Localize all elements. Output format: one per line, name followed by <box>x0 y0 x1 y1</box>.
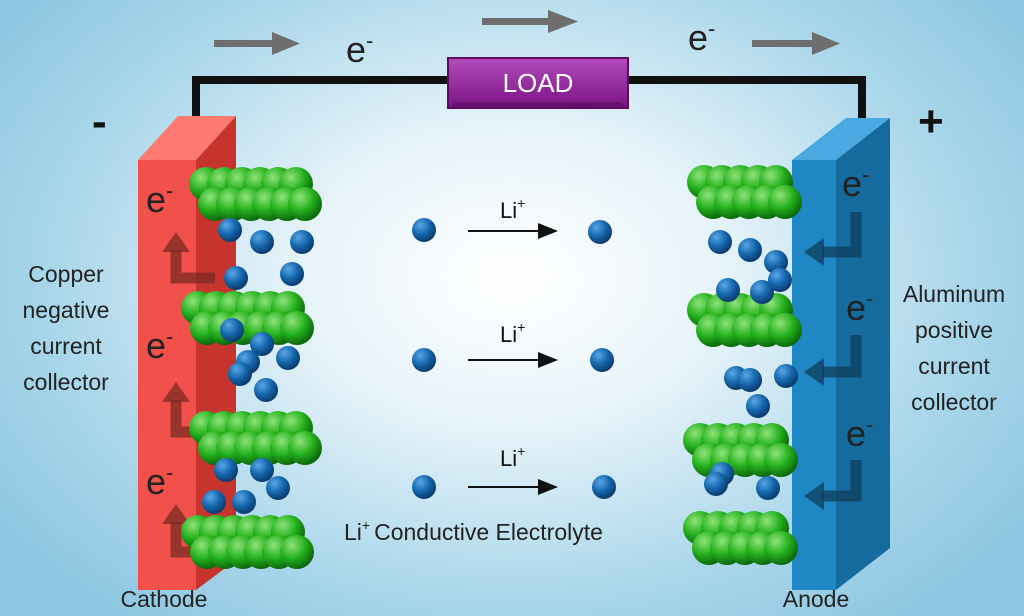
electron-label-top-right: e- <box>688 16 715 58</box>
li-ion-label-3: Li+ <box>500 443 525 471</box>
lithium-ion-dot <box>708 230 732 254</box>
graphite-ball <box>280 535 314 569</box>
negative-terminal-sign: - <box>92 97 107 146</box>
svg-text:current: current <box>918 353 990 379</box>
lithium-ion-dot <box>280 262 304 286</box>
anode-electron-label-2: e- <box>846 286 873 328</box>
svg-text:Copper: Copper <box>28 261 104 287</box>
anode-plate <box>792 118 890 590</box>
lithium-ion-dot <box>738 238 762 262</box>
cathode-label: Cathode <box>121 586 208 612</box>
lithium-ion-dot <box>588 220 612 244</box>
svg-text:positive: positive <box>915 317 993 343</box>
lithium-ion-dot <box>412 475 436 499</box>
graphite-ball <box>288 431 322 465</box>
lithium-ion-dot <box>250 458 274 482</box>
electron-label-top-left: e- <box>346 28 373 70</box>
copper-collector-label: Copper negative current collector <box>23 261 110 395</box>
svg-text:collector: collector <box>911 389 997 415</box>
lithium-ion-dot <box>214 458 238 482</box>
lithium-ion-dot <box>750 280 774 304</box>
lithium-ion-dots <box>202 218 798 514</box>
cathode-electron-label-2: e- <box>146 324 173 366</box>
lithium-ion-dot <box>250 332 274 356</box>
graphite-ball <box>768 185 802 219</box>
svg-text:collector: collector <box>23 369 109 395</box>
lithium-ion-dot <box>716 278 740 302</box>
lithium-ion-dot <box>738 368 762 392</box>
lithium-ion-dot <box>202 490 226 514</box>
anode-electron-label-1: e- <box>842 162 869 204</box>
lithium-ion-dot <box>254 378 278 402</box>
lithium-ion-dot <box>224 266 248 290</box>
lithium-ion-dot <box>746 394 770 418</box>
lithium-ion-dot <box>276 346 300 370</box>
lithium-ion-dot <box>290 230 314 254</box>
svg-text:negative: negative <box>23 297 110 323</box>
li-ion-label-2: Li+ <box>500 319 525 347</box>
lithium-ion-dot <box>764 250 788 274</box>
lithium-ion-dot <box>590 348 614 372</box>
graphite-layers <box>181 165 802 569</box>
svg-text:current: current <box>30 333 102 359</box>
graphite-ball <box>764 531 798 565</box>
positive-terminal-sign: + <box>918 97 944 146</box>
electron-flow-arrow-left <box>214 32 300 55</box>
lithium-ion-dot <box>756 476 780 500</box>
electron-flow-arrow-right <box>752 32 840 55</box>
lithium-ion-dot <box>592 475 616 499</box>
anode-internal-arrows <box>822 212 862 502</box>
graphite-ball <box>764 443 798 477</box>
aluminum-collector-label: Aluminum positive current collector <box>903 281 1005 415</box>
anode-electron-label-3: e- <box>846 412 873 454</box>
li-ion-label-1: Li+ <box>500 195 525 223</box>
anode-label: Anode <box>783 586 850 612</box>
lithium-ion-dot <box>232 490 256 514</box>
graphite-ball <box>768 313 802 347</box>
li-migration-arrows <box>468 223 558 495</box>
lithium-ion-dot <box>250 230 274 254</box>
electrolyte-label: Li+Conductive Electrolyte <box>344 517 603 545</box>
lithium-ion-dot <box>266 476 290 500</box>
graphite-ball <box>280 311 314 345</box>
cathode-electron-label-1: e- <box>146 178 173 220</box>
lithium-ion-dot <box>228 362 252 386</box>
cathode-electron-label-3: e- <box>146 460 173 502</box>
lithium-ion-dot <box>412 348 436 372</box>
graphite-ball <box>288 187 322 221</box>
lithium-ion-dot <box>768 268 792 292</box>
lithium-ion-dot <box>704 472 728 496</box>
load-label: LOAD <box>503 68 574 98</box>
lithium-ion-dot <box>412 218 436 242</box>
load-resistor: LOAD <box>447 57 629 109</box>
lithium-ion-dot <box>218 218 242 242</box>
electron-flow-arrow-center <box>482 10 578 33</box>
svg-text:Aluminum: Aluminum <box>903 281 1005 307</box>
lithium-ion-dot <box>774 364 798 388</box>
lithium-ion-dot <box>220 318 244 342</box>
